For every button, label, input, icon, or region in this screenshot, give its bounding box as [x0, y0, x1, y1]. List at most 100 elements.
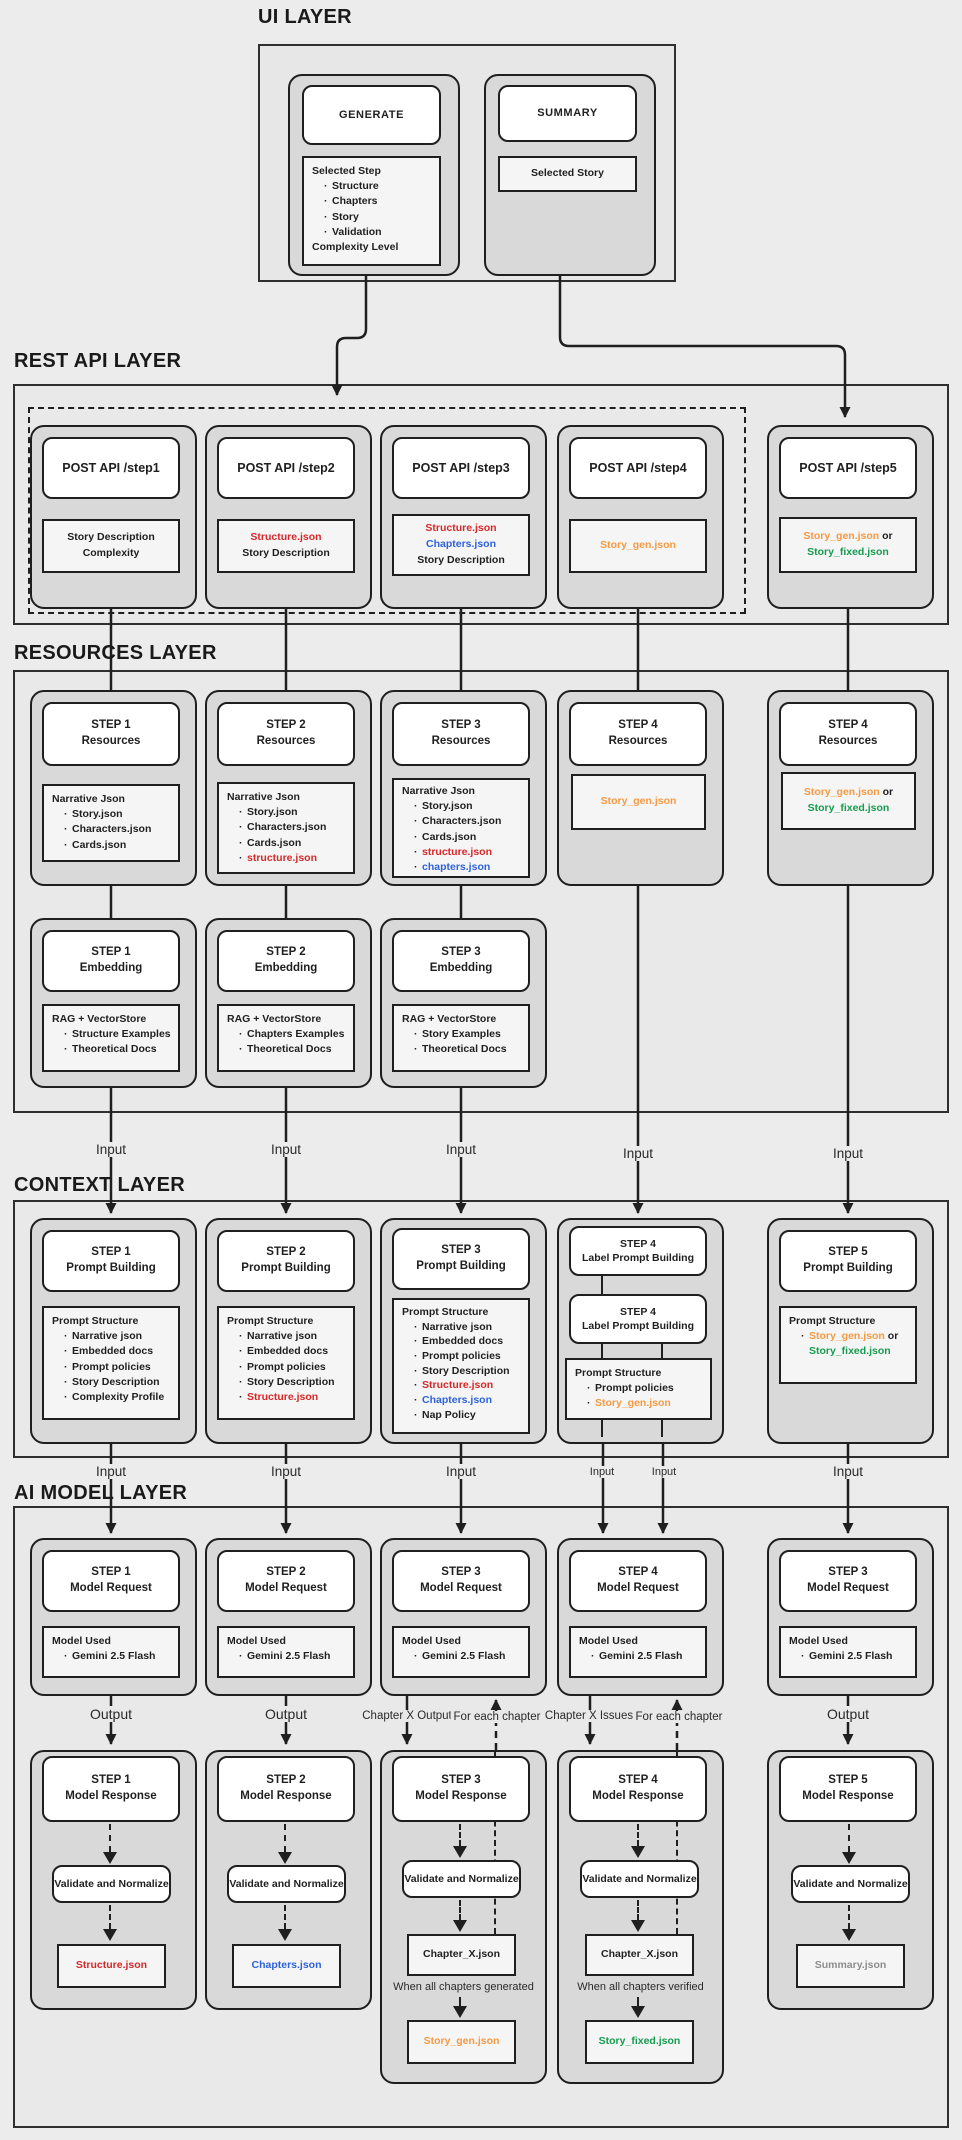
- list-item: structure.json: [237, 851, 349, 866]
- rest-card-step4: POST API /step4 Story_gen.json: [557, 425, 724, 609]
- validate-normalize-box: Validate and Normalize: [402, 1860, 521, 1898]
- prompt-list: Prompt policies Story_gen.json: [575, 1381, 706, 1412]
- generate-button[interactable]: GENERATE: [302, 85, 441, 145]
- context-step3-prompt: Prompt Structure Narrative json Embedded…: [392, 1298, 530, 1434]
- input-label: Input: [827, 1464, 869, 1479]
- list-item: Story.json: [412, 799, 524, 814]
- rest-step5-title: POST API /step5: [779, 437, 917, 499]
- flow-line: [848, 1905, 850, 1929]
- arrow-down-icon: [453, 1846, 467, 1858]
- for-each-chapter-line: [494, 1752, 496, 1934]
- for-each-chapter-label: For each chapter: [632, 1711, 726, 1723]
- model-list: Gemini 2.5 Flash: [579, 1649, 701, 1664]
- file-list: Story.json Characters.json Cards.json st…: [227, 805, 349, 866]
- flow-line: [284, 1905, 286, 1929]
- list-header: Model Used: [402, 1635, 461, 1647]
- list-item: Characters.json: [412, 814, 524, 829]
- arrow-down-icon: [278, 1929, 292, 1941]
- resources-step4-files: Story_gen.json: [571, 774, 706, 830]
- request-step2-model: Model Used Gemini 2.5 Flash: [217, 1626, 355, 1678]
- arrow-down-icon: [631, 2006, 645, 2018]
- list-item: Story Description: [237, 1375, 349, 1390]
- list-item: Narrative json: [237, 1329, 349, 1344]
- rest-step1-payload: Story Description Complexity: [42, 519, 180, 573]
- input-label: Input: [440, 1142, 482, 1157]
- list-item: Structure.json: [237, 1390, 349, 1405]
- flow-line: [637, 1997, 639, 2007]
- summary-button[interactable]: SUMMARY: [498, 85, 637, 142]
- rest-step4-payload: Story_gen.json: [569, 519, 707, 573]
- prompt-list: Narrative json Embedded docs Prompt poli…: [52, 1329, 174, 1405]
- rest-card-step2: POST API /step2 Structure.json Story Des…: [205, 425, 372, 609]
- output-label: Output: [84, 1706, 138, 1722]
- rest-step3-title: POST API /step3: [392, 437, 530, 499]
- rest-card-step3: POST API /step3 Structure.json Chapters.…: [380, 425, 547, 609]
- embedding-list: Structure Examples Theoretical Docs: [52, 1027, 174, 1058]
- prompt-list: Narrative json Embedded docs Prompt poli…: [227, 1329, 349, 1405]
- input-label: Input: [587, 1466, 617, 1478]
- chapter-x-json-box: Chapter_X.json: [407, 1934, 516, 1976]
- list-item: Story.json: [62, 807, 174, 822]
- connector-line: [661, 1420, 663, 1437]
- list-header: Model Used: [52, 1635, 111, 1647]
- response-step4-result: Story_fixed.json: [585, 2020, 694, 2064]
- context-step5-prompt: Prompt Structure Story_gen.json or Story…: [779, 1306, 917, 1384]
- list-item: Embedded docs: [412, 1334, 524, 1349]
- embedding-list: Story Examples Theoretical Docs: [402, 1027, 524, 1058]
- payload-line: Story_fixed.json: [807, 802, 890, 814]
- ui-layer-label: UI LAYER: [258, 6, 352, 28]
- payload-line: Structure.json: [425, 522, 497, 535]
- list-header: Prompt Structure: [402, 1306, 489, 1318]
- arrow-down-icon: [631, 1920, 645, 1932]
- list-item: Gemini 2.5 Flash: [799, 1649, 911, 1664]
- payload-line: Story_gen.json: [600, 539, 676, 552]
- input-label: Input: [90, 1142, 132, 1157]
- input-label: Input: [90, 1464, 132, 1479]
- embedding-step1-content: RAG + VectorStore Structure Examples The…: [42, 1004, 180, 1072]
- connector-line: [601, 1276, 603, 1294]
- input-label: Input: [827, 1146, 869, 1161]
- generate-selected-step-panel: Selected Step Structure Chapters Story V…: [302, 156, 441, 266]
- list-header: Model Used: [227, 1635, 286, 1647]
- rest-step2-title: POST API /step2: [217, 437, 355, 499]
- list-item: Story_gen.json or Story_fixed.json: [799, 1329, 911, 1359]
- list-item: Story.json: [237, 805, 349, 820]
- chapter-x-json-box: Chapter_X.json: [585, 1934, 694, 1976]
- when-all-chapters-note: When all chapters verified: [577, 1981, 704, 1993]
- list-item: Prompt policies: [412, 1349, 524, 1364]
- model-list: Gemini 2.5 Flash: [52, 1649, 174, 1664]
- list-header: RAG + VectorStore: [227, 1013, 322, 1025]
- list-item: Embedded docs: [237, 1344, 349, 1359]
- connector-line: [601, 1420, 603, 1437]
- embedding-step2-content: RAG + VectorStore Chapters Examples Theo…: [217, 1004, 355, 1072]
- context-layer-label: CONTEXT LAYER: [14, 1174, 185, 1196]
- list-item: Theoretical Docs: [62, 1042, 174, 1057]
- embedding-list: Chapters Examples Theoretical Docs: [227, 1027, 349, 1058]
- arrow-down-icon: [103, 1852, 117, 1864]
- list-item: Gemini 2.5 Flash: [412, 1649, 524, 1664]
- arrow-down-icon: [631, 1846, 645, 1858]
